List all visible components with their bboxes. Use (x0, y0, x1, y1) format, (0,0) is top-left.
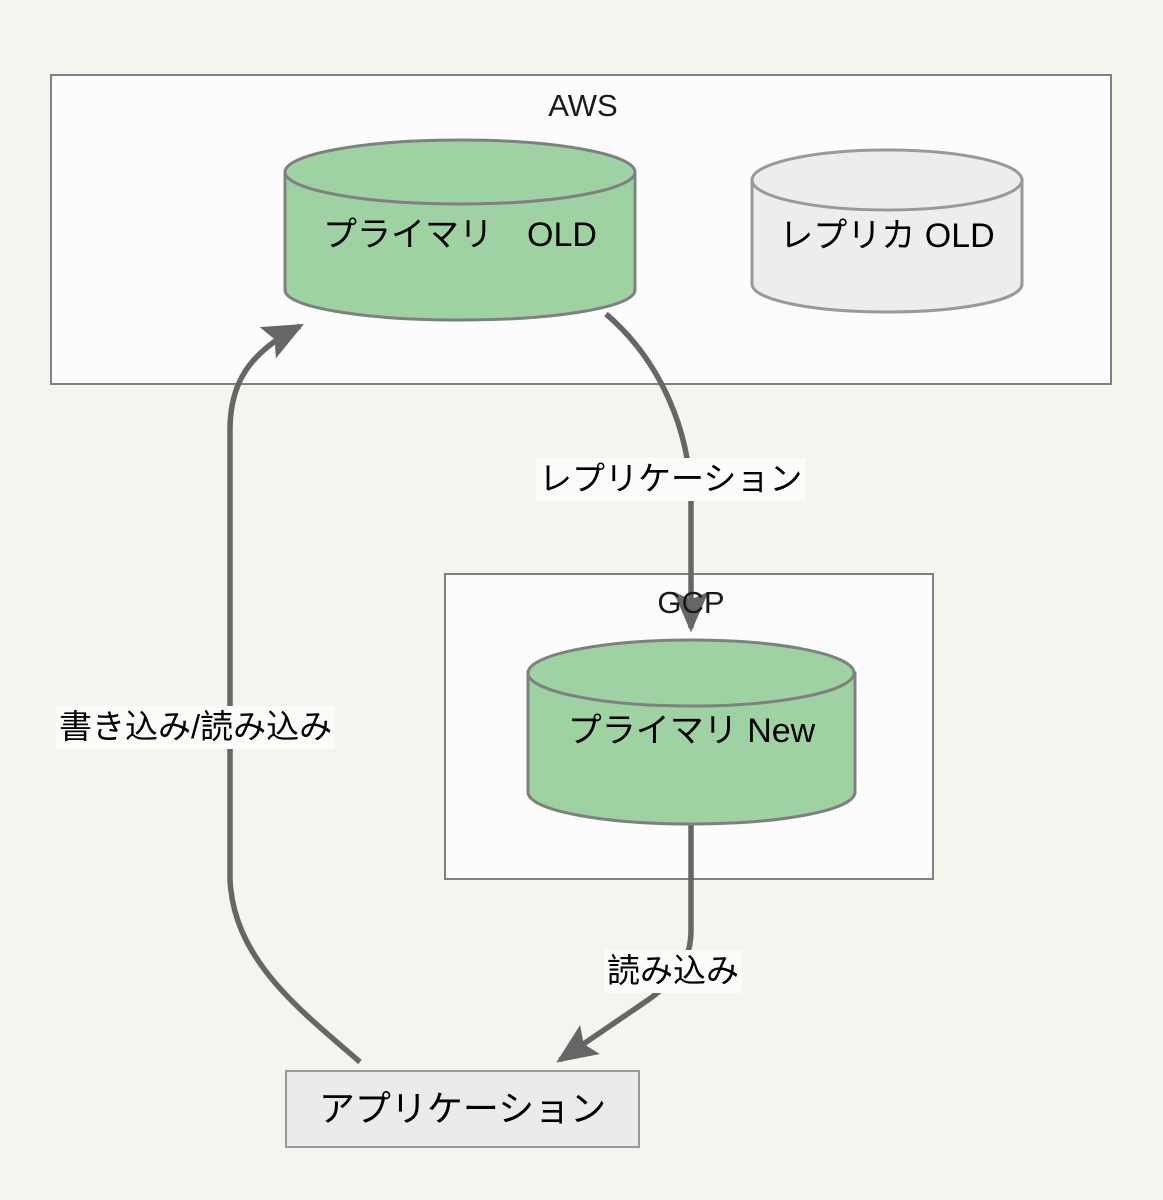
cylinder-body-primary-old (283, 170, 637, 322)
group-label-gcp: GCP (657, 585, 725, 620)
edge-write-read-line[interactable] (227, 323, 362, 1065)
cylinder-top-primary-new (526, 638, 856, 708)
node-application[interactable]: アプリケーション (285, 1070, 640, 1148)
cylinder-top-replica-old (750, 148, 1024, 212)
edge-label-write-read: 書き込み/読み込み (56, 706, 336, 749)
cylinder-top-primary-old (283, 138, 637, 206)
node-label-application: アプリケーション (318, 1088, 607, 1129)
edge-label-replication: レプリケーション (536, 458, 806, 501)
group-label-aws: AWS (548, 88, 618, 123)
cylinder-body-primary-new (526, 671, 857, 826)
edge-label-read: 読み込み (604, 950, 742, 993)
node-label-primary-new: プライマリ New (567, 712, 816, 750)
node-label-primary-old: プライマリ OLD (323, 216, 597, 254)
cylinder-body-replica-old (750, 178, 1024, 314)
node-label-replica-old: レプリカ OLD (779, 217, 995, 255)
